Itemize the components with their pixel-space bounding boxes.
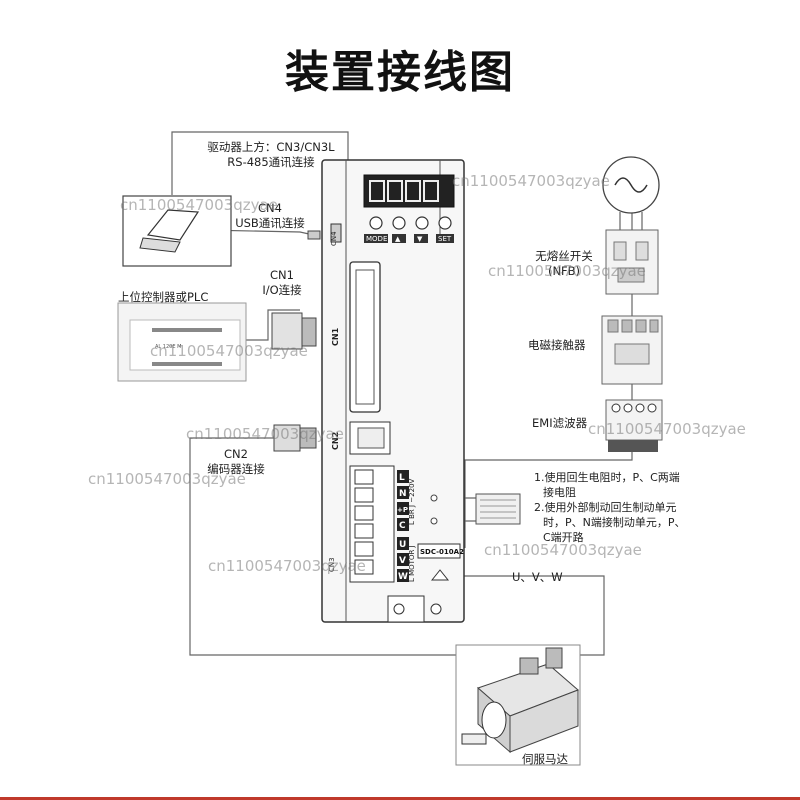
ground-screw-left <box>393 603 405 615</box>
uvw-label: U、V、W <box>512 570 563 584</box>
regen-note-1: 1.使用回生电阻时，P、C两端 接电阻 <box>534 470 694 500</box>
watermark: cn1100547003qzyae <box>488 262 646 280</box>
note2-line3: C端开路 <box>543 531 584 544</box>
io-label: CN1 I/O连接 <box>252 268 312 298</box>
drive-model-label: SDC-010A2 <box>420 548 464 556</box>
contactor-label: 电磁接触器 <box>528 338 586 352</box>
up-button[interactable] <box>392 216 406 230</box>
set-button-label: SET <box>438 235 452 243</box>
rs485-wire <box>171 131 349 195</box>
cn4-label: CN4 <box>258 201 282 215</box>
emi-filter-graphic <box>605 399 663 452</box>
watermark: cn1100547003qzyae <box>186 425 344 443</box>
rs485-label-line1: 驱动器上方：CN3/CN3L <box>207 140 335 154</box>
watermark: cn1100547003qzyae <box>452 172 610 190</box>
set-button[interactable] <box>438 216 452 230</box>
watermark: cn1100547003qzyae <box>88 470 246 488</box>
watermark: cn1100547003qzyae <box>588 420 746 438</box>
ground-screw-right <box>430 603 442 615</box>
cn1-label: CN1 <box>270 268 294 282</box>
terminal-label-c: C <box>399 521 406 531</box>
servo-drive: MODE ▲ ▼ SET <box>321 159 465 623</box>
cn4-port-label: CN4 <box>330 231 338 246</box>
plc-label: 上位控制器或PLC <box>118 290 209 304</box>
mode-button-label: MODE <box>366 235 387 243</box>
terminal-label-n: N <box>399 489 407 499</box>
encoder-label: CN2 编码器连接 <box>194 447 278 477</box>
note2-line2: 时，P、N端接制动单元，P、 <box>543 516 686 529</box>
ac-source-graphic <box>602 156 660 230</box>
terminal-label-w: W <box>398 572 408 582</box>
led-display <box>363 174 455 208</box>
nfb-label: 无熔丝开关 (NFB) <box>524 249 604 279</box>
cn2-port-label: CN2 <box>331 432 340 450</box>
note1-line2: 接电阻 <box>543 486 576 499</box>
cn1-plug <box>271 312 317 350</box>
regen-resistor <box>475 493 521 525</box>
nfb-label-line1: 无熔丝开关 <box>535 249 593 263</box>
note2-line1: 2.使用外部制动回生制动单元 <box>534 501 677 514</box>
note1-line1: 1.使用回生电阻时，P、C两端 <box>534 471 680 484</box>
nfb-breaker-graphic <box>605 229 659 295</box>
motor-side-label: L MOTOR J <box>408 545 416 582</box>
encoder-connection-label: 编码器连接 <box>207 462 265 476</box>
watermark: cn1100547003qzyae <box>208 557 366 575</box>
terminal-label-u: U <box>399 540 406 550</box>
usb-connection-label: USB通讯连接 <box>235 216 305 230</box>
watermark: cn1100547003qzyae <box>484 541 642 559</box>
cn1-port-label: CN1 <box>331 327 340 346</box>
io-connection-label: I/O连接 <box>262 283 302 297</box>
usb-plug <box>307 230 321 240</box>
cn2-plug <box>273 424 317 452</box>
encoder-wire <box>189 437 465 656</box>
watermark: cn1100547003qzyae <box>120 196 278 214</box>
down-button[interactable] <box>415 216 429 230</box>
bottom-accent-bar <box>0 797 800 800</box>
contactor-graphic <box>601 315 663 385</box>
emi-filter-label: EMI滤波器 <box>532 416 588 430</box>
rs485-label: 驱动器上方：CN3/CN3L RS-485通讯连接 <box>187 140 355 170</box>
cn3-port-label: CN3 <box>328 557 336 572</box>
mode-button[interactable] <box>369 216 383 230</box>
cn4-port <box>330 223 342 243</box>
servo-motor-graphic <box>455 644 581 766</box>
uvw-wire <box>445 575 605 656</box>
cn1-port <box>349 261 381 413</box>
page-title: 装置接线图 <box>285 47 515 98</box>
up-button-label: ▲ <box>395 235 401 243</box>
power-side-label: L BR J ~220V <box>408 478 416 525</box>
nfb-label-line2: (NFB) <box>547 264 581 278</box>
rs485-label-line2: RS-485通讯连接 <box>227 155 315 169</box>
down-button-label: ▼ <box>417 235 423 243</box>
plc-graphic: AL 120E M <box>117 302 247 382</box>
laptop-graphic <box>122 195 232 267</box>
motor-label: 伺服马达 <box>522 752 568 766</box>
cn1-wire <box>245 309 300 341</box>
watermark: cn1100547003qzyae <box>150 342 308 360</box>
terminal-label-p: +P <box>397 506 408 514</box>
terminal-label-l: L <box>399 473 405 483</box>
regen-note-2: 2.使用外部制动回生制动单元 时，P、N端接制动单元，P、 C端开路 <box>534 500 704 545</box>
plc-model-text: AL 120E M <box>155 344 181 350</box>
cn2-label: CN2 <box>224 447 248 461</box>
terminal-label-v: V <box>399 556 406 566</box>
usb-label: CN4 USB通讯连接 <box>230 201 310 231</box>
